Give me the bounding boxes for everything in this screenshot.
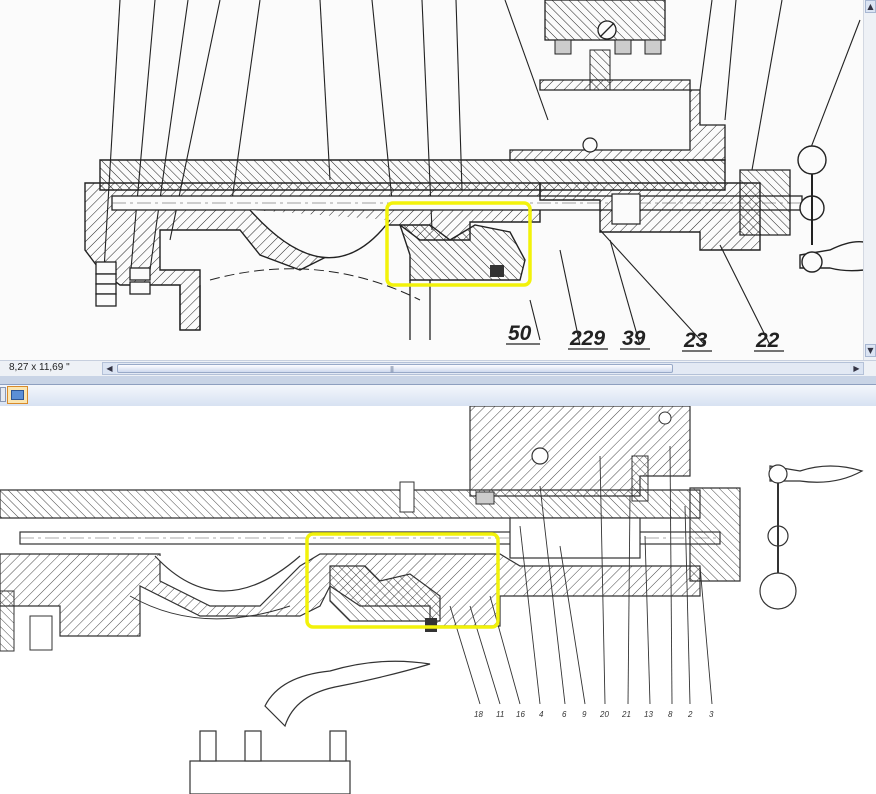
part-number-label: 16 (516, 710, 525, 719)
bottom-technical-drawing: 18 11 16 4 6 9 20 21 13 8 2 3 (0, 406, 864, 794)
vertical-scrollbar[interactable]: ▲ ▼ (863, 0, 876, 360)
part-number-label: 6 (562, 710, 567, 719)
viewer-toolbar (0, 385, 876, 407)
toolbar-edge-button[interactable] (0, 387, 6, 402)
grip-icon: ||| (390, 366, 394, 373)
status-bar: 8,27 x 11,69 " ◀ ||| ▶ (0, 360, 876, 376)
scroll-left-icon[interactable]: ◀ (103, 363, 116, 374)
part-number-label: 9 (582, 710, 587, 719)
part-number-label: 13 (644, 710, 653, 719)
window-divider (0, 376, 876, 385)
part-number-label: 50 (508, 322, 532, 345)
part-number-label: 11 (496, 710, 504, 719)
part-number-label: 20 (599, 710, 609, 719)
page-size-label: 8,27 x 11,69 " (9, 362, 70, 373)
horizontal-scrollbar[interactable]: ◀ ||| ▶ (102, 362, 864, 375)
part-number-label: 39 (622, 327, 646, 350)
part-number-label: 2 (687, 710, 693, 719)
scroll-thumb[interactable]: ||| (117, 364, 673, 373)
bottom-drawing-pane[interactable]: 18 11 16 4 6 9 20 21 13 8 2 3 (0, 406, 876, 794)
top-drawing-pane[interactable]: 50 229 39 23 22 ▲ ▼ (0, 0, 876, 360)
scroll-down-icon[interactable]: ▼ (865, 344, 876, 357)
part-number-label: 18 (474, 710, 483, 719)
part-number-label: 8 (668, 710, 673, 719)
image-view-button[interactable] (7, 386, 28, 404)
scroll-right-icon[interactable]: ▶ (850, 363, 863, 374)
part-number-label: 21 (621, 710, 631, 719)
image-view-icon (11, 390, 24, 400)
highlight-box (305, 532, 500, 629)
part-number-label: 23 (683, 329, 708, 352)
part-number-label: 22 (755, 329, 780, 352)
highlight-box (385, 201, 532, 287)
scroll-up-icon[interactable]: ▲ (865, 0, 876, 13)
part-number-label: 229 (569, 327, 605, 350)
top-technical-drawing: 50 229 39 23 22 (84, 0, 864, 352)
part-number-label: 4 (539, 710, 544, 719)
part-number-label: 3 (709, 710, 714, 719)
